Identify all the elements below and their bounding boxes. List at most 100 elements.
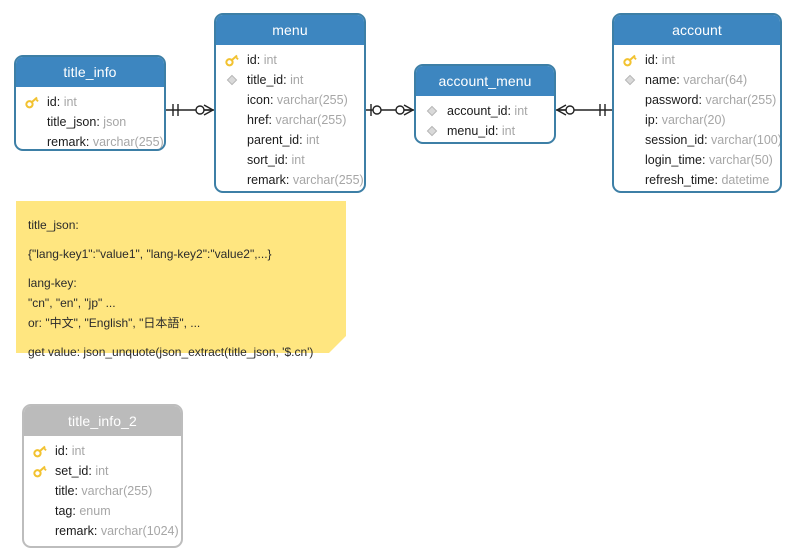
field-separator: : xyxy=(285,173,293,187)
entity-field-menu-remark[interactable]: remark: varchar(255) xyxy=(216,170,364,190)
note-line: {"lang-key1":"value1", "lang-key2":"valu… xyxy=(28,247,272,261)
field-name: password xyxy=(645,93,699,107)
entity-title-account: account xyxy=(614,15,780,45)
relationship-rel-title_info-menu xyxy=(166,104,214,116)
primary-key-icon xyxy=(32,463,48,479)
field-name: account_id xyxy=(447,104,508,118)
note-line: get value: json_unquote(json_extract(tit… xyxy=(28,345,314,359)
entity-field-title_info_2-set_id[interactable]: set_id: int xyxy=(24,461,181,481)
field-type: varchar(100) xyxy=(711,133,782,147)
entity-field-account_menu-account_id[interactable]: account_id: int xyxy=(416,101,554,121)
entity-field-menu-id[interactable]: id: int xyxy=(216,50,364,70)
entity-field-title_info-title_json[interactable]: title_json: json xyxy=(16,112,164,132)
field-name: id xyxy=(47,95,57,109)
field-type: varchar(255) xyxy=(92,135,164,149)
field-separator: : xyxy=(284,153,292,167)
primary-key-icon xyxy=(32,443,48,459)
entity-field-title_info_2-id[interactable]: id: int xyxy=(24,441,181,461)
entity-field-title_info-remark[interactable]: remark: varchar(255) xyxy=(16,132,164,149)
relationship-rel-menu-account_menu xyxy=(366,104,414,116)
entity-field-account-login_time[interactable]: login_time: varchar(50) xyxy=(614,150,780,170)
note-line: or: "中文", "English", "日本語", ... xyxy=(28,316,201,330)
entity-field-account-name[interactable]: name: varchar(64) xyxy=(614,70,780,90)
field-separator: : xyxy=(704,133,712,147)
field-name: icon xyxy=(247,93,270,107)
entity-field-menu-icon[interactable]: icon: varchar(255) xyxy=(216,90,364,110)
field-type: datetime xyxy=(721,173,770,187)
field-type: int xyxy=(501,124,516,138)
field-separator: : xyxy=(85,135,93,149)
field-type: int xyxy=(306,133,320,147)
entity-field-account-id[interactable]: id: int xyxy=(614,50,780,70)
entity-field-account-session_id[interactable]: session_id: varchar(100) xyxy=(614,130,780,150)
field-type: varchar(255) xyxy=(275,113,347,127)
entity-field-title_info_2-title[interactable]: title: varchar(255) xyxy=(24,481,181,501)
note-line: title_json: xyxy=(28,218,79,232)
field-name: title xyxy=(55,484,75,498)
field-separator: : xyxy=(714,173,722,187)
field-type: int xyxy=(71,444,85,458)
field-type: varchar(20) xyxy=(661,113,726,127)
entity-field-account-refresh_time[interactable]: refresh_time: datetime xyxy=(614,170,780,190)
field-type: varchar(255) xyxy=(81,484,153,498)
entity-field-menu-sort_id[interactable]: sort_id: int xyxy=(216,150,364,170)
field-separator: : xyxy=(64,444,72,458)
field-name: sort_id xyxy=(247,153,285,167)
field-separator: : xyxy=(654,113,662,127)
field-separator: : xyxy=(494,124,502,138)
field-type: varchar(50) xyxy=(708,153,773,167)
field-separator: : xyxy=(56,95,64,109)
field-name: menu_id xyxy=(447,124,495,138)
entity-field-menu-parent_id[interactable]: parent_id: int xyxy=(216,130,364,150)
entity-field-title_info_2-remark[interactable]: remark: varchar(1024) xyxy=(24,521,181,541)
relationship-rel-account_menu-account xyxy=(556,104,612,116)
entity-field-menu-href[interactable]: href: varchar(255) xyxy=(216,110,364,130)
sticky-note-body: title_json: {"lang-key1":"value1", "lang-… xyxy=(16,201,346,362)
foreign-key-icon xyxy=(224,72,240,88)
field-separator: : xyxy=(701,153,709,167)
field-name: parent_id xyxy=(247,133,300,147)
entity-title-title_info: title_info xyxy=(16,57,164,87)
field-type: varchar(255) xyxy=(292,173,364,187)
field-type: varchar(255) xyxy=(276,93,348,107)
entity-field-account-password[interactable]: password: varchar(255) xyxy=(614,90,780,110)
field-type: int xyxy=(263,53,277,67)
field-separator: : xyxy=(507,104,515,118)
entity-field-title_info-id[interactable]: id: int xyxy=(16,92,164,112)
field-separator: : xyxy=(269,93,277,107)
field-type: int xyxy=(63,95,77,109)
field-separator: : xyxy=(654,53,662,67)
field-name: href xyxy=(247,113,269,127)
entity-field-title_info_2-tag[interactable]: tag: enum xyxy=(24,501,181,521)
note-line: lang-key: xyxy=(28,276,77,290)
field-separator: : xyxy=(698,93,706,107)
field-name: tag xyxy=(55,504,73,518)
sticky-note[interactable]: title_json: {"lang-key1":"value1", "lang-… xyxy=(16,201,346,359)
field-separator: : xyxy=(93,524,101,538)
field-name: remark xyxy=(47,135,86,149)
field-type: enum xyxy=(79,504,111,518)
field-separator: : xyxy=(88,464,96,478)
field-type: int xyxy=(514,104,528,118)
field-name: id xyxy=(645,53,655,67)
entity-title-title_info_2: title_info_2 xyxy=(24,406,181,436)
entity-field-menu-title_id[interactable]: title_id: int xyxy=(216,70,364,90)
field-name: set_id xyxy=(55,464,89,478)
entity-field-account-ip[interactable]: ip: varchar(20) xyxy=(614,110,780,130)
field-separator: : xyxy=(256,53,264,67)
field-separator: : xyxy=(283,73,291,87)
field-name: remark xyxy=(247,173,286,187)
field-type: varchar(255) xyxy=(705,93,777,107)
entity-field-account_menu-menu_id[interactable]: menu_id: int xyxy=(416,121,554,141)
field-name: refresh_time xyxy=(645,173,715,187)
